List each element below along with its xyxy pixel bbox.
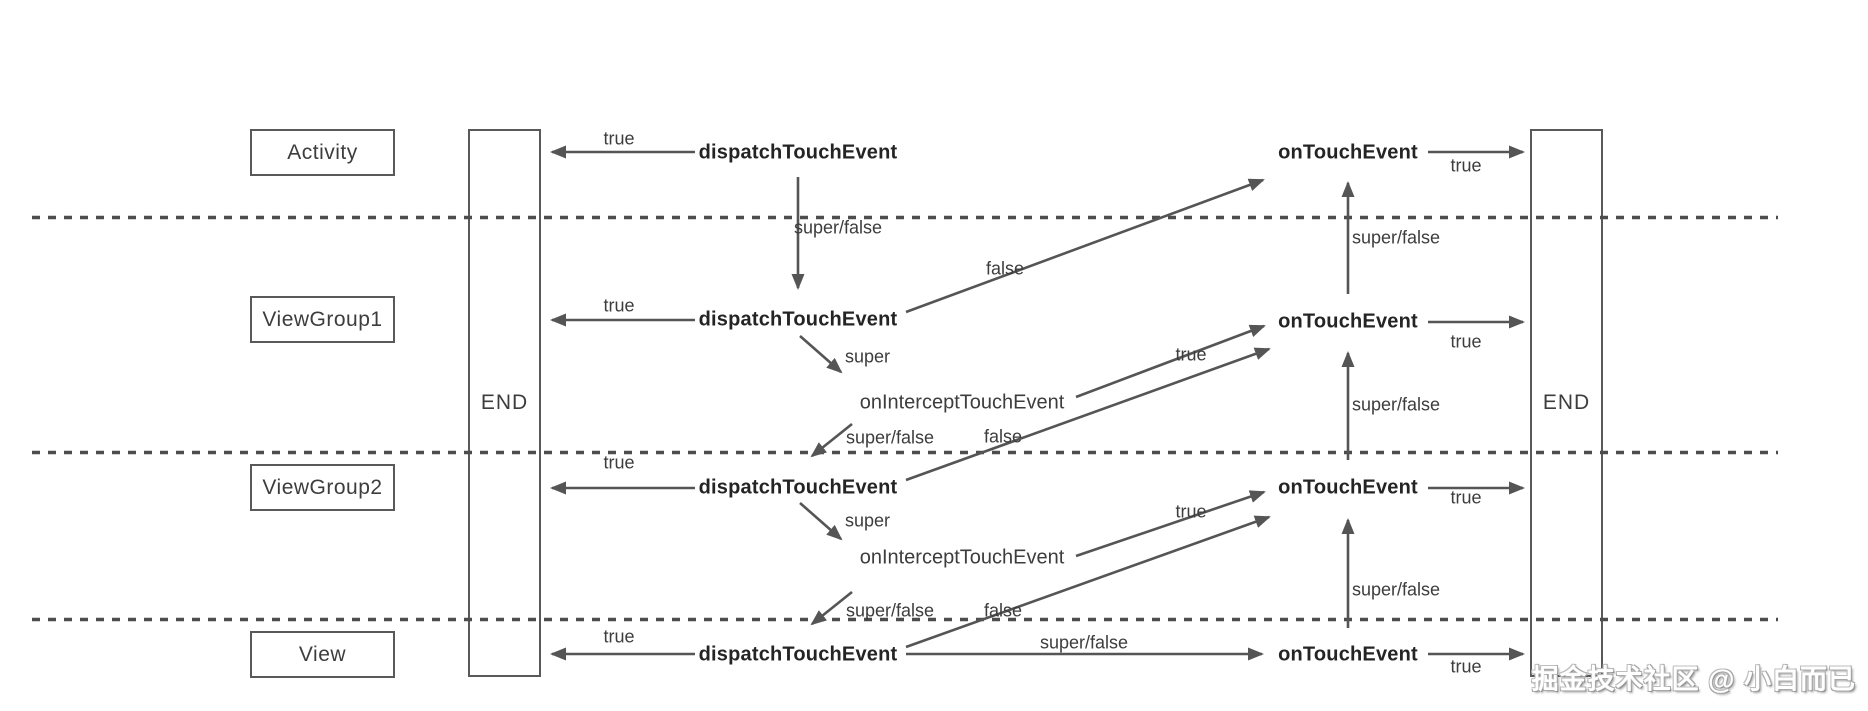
on-touch-event-view: onTouchEvent [1278,643,1418,666]
on-intercept-touch-event-viewgroup2: onInterceptTouchEvent [859,546,1065,569]
left-true-label-view: true [603,626,635,647]
left-true-label-viewgroup2: true [603,452,635,473]
dispatch-touch-event-viewgroup1: dispatchTouchEvent [698,308,898,331]
super-label-viewgroup2: super [845,510,891,531]
right-true-label-view: true [1450,656,1482,677]
true-label-intercept-viewgroup1: true [1175,344,1207,365]
left-true-label-activity: true [603,128,635,149]
intercept-true-diagonal-arrows [1075,324,1266,558]
ontouch-pass-up-label-3: super/false [1352,579,1441,600]
right-true-label-viewgroup1: true [1450,331,1482,352]
intercept-pass-label-viewgroup1: super/false [846,427,935,448]
right-true-arrows [1428,145,1525,661]
super-to-intercept-arrows [799,335,843,541]
dispatch-touch-event-view: dispatchTouchEvent [698,643,898,666]
right-true-label-activity: true [1450,155,1482,176]
layer-box-viewgroup1: ViewGroup1 [250,296,395,343]
left-true-arrows [550,145,695,661]
super-label-viewgroup1: super [845,346,891,367]
on-touch-event-viewgroup1: onTouchEvent [1278,310,1418,333]
dispatch-touch-event-viewgroup2: dispatchTouchEvent [698,476,898,499]
dashed-separator-lines [32,215,1778,622]
layer-label-view: View [298,642,347,666]
layer-box-activity: Activity [250,129,395,176]
layer-label-viewgroup1: ViewGroup1 [262,307,383,331]
activity-pass-down-label: super/false [794,217,883,238]
layer-label-viewgroup2: ViewGroup2 [262,475,383,499]
on-touch-event-viewgroup2: onTouchEvent [1278,476,1418,499]
layer-label-activity: Activity [287,140,358,164]
dispatch-touch-event-activity: dispatchTouchEvent [698,141,898,164]
right-true-label-viewgroup2: true [1450,487,1482,508]
watermark-text: 掘金技术社区 @ 小白而已 [1531,664,1856,695]
left-true-label-viewgroup1: true [603,295,635,316]
false-label-to-viewgroup2: false [983,600,1023,621]
on-intercept-touch-event-viewgroup1: onInterceptTouchEvent [859,391,1065,414]
left-end-label: END [480,391,529,414]
true-label-intercept-viewgroup2: true [1175,501,1207,522]
ontouch-pass-up-label-1: super/false [1352,227,1441,248]
right-end-lifeline: END [1530,129,1603,677]
left-end-lifeline: END [468,129,541,677]
layer-box-view: View [250,631,395,678]
false-label-to-activity: false [985,258,1025,279]
layer-box-viewgroup2: ViewGroup2 [250,464,395,511]
on-touch-event-activity: onTouchEvent [1278,141,1418,164]
false-label-to-viewgroup1: false [983,426,1023,447]
intercept-pass-label-viewgroup2: super/false [846,600,935,621]
dispatch-false-diagonal-arrows [905,178,1271,649]
intercept-pass-down-arrows [810,422,853,626]
right-end-label: END [1542,391,1591,414]
ontouch-pass-up-label-2: super/false [1352,394,1441,415]
view-dispatch-to-ontouch-label: super/false [1039,632,1129,653]
